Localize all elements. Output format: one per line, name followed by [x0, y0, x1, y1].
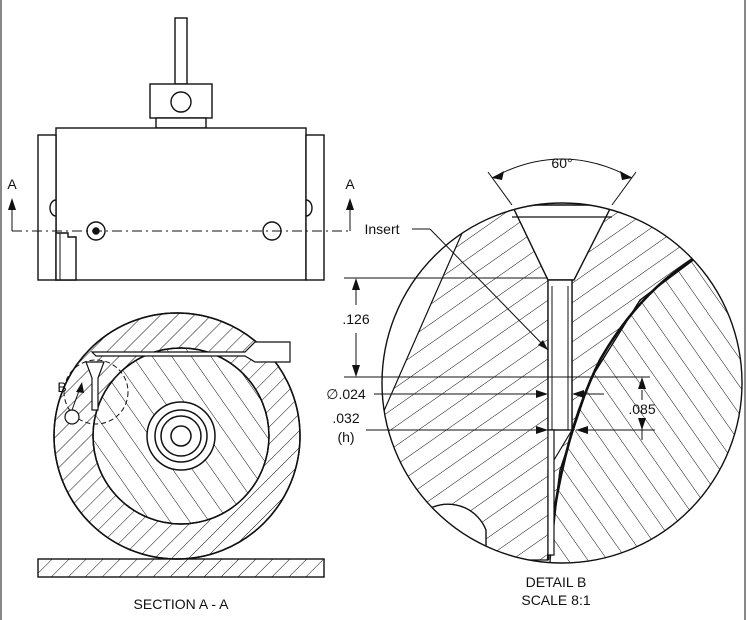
detail-view: 60° Insert .126 ∅.024 .032 (h) — [326, 155, 743, 608]
section-view — [37, 312, 325, 578]
dim-h: (h) — [337, 429, 354, 445]
detail-scale: SCALE 8:1 — [521, 592, 590, 608]
stem — [174, 17, 188, 85]
detail-title: DETAIL B — [526, 574, 587, 590]
insert-label: Insert — [364, 221, 399, 237]
main-body — [55, 127, 307, 281]
top-block — [149, 83, 213, 119]
section-mark-left: A — [7, 176, 17, 192]
front-view — [8, 17, 354, 281]
section-title: SECTION A - A — [134, 596, 230, 612]
dim-085: .085 — [628, 401, 655, 417]
left-flange — [37, 134, 57, 281]
detail-callout-label: B — [57, 379, 66, 395]
angle-dimension: 60° — [551, 155, 572, 171]
section-mark-right: A — [345, 176, 355, 192]
detail-boundary — [381, 202, 743, 564]
dim-diameter: ∅.024 — [326, 386, 366, 402]
base-plate — [37, 558, 325, 578]
dim-032: .032 — [332, 410, 359, 426]
right-flange — [305, 134, 325, 281]
dim-126: .126 — [342, 311, 369, 327]
top-block-hole — [170, 91, 192, 113]
detail-b-callout-circle — [63, 359, 129, 425]
